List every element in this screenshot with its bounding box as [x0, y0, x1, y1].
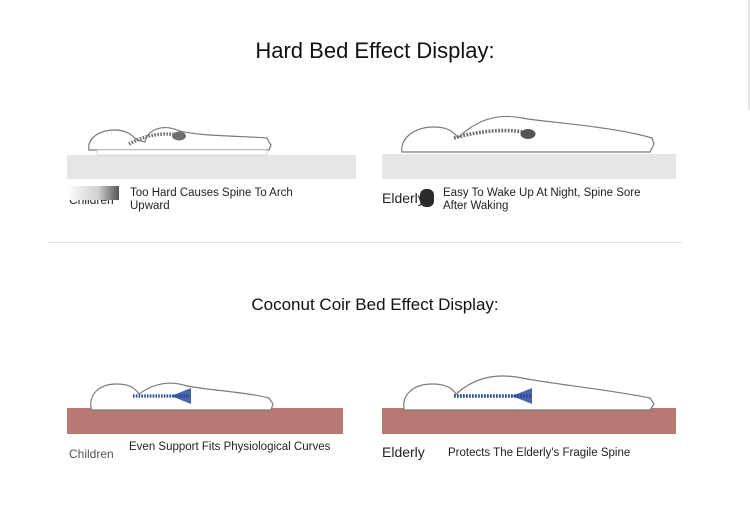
hard-mattress	[382, 154, 676, 179]
coir-bed-children-illustration	[67, 382, 343, 434]
coir-bed-children-panel: Children Even Support Fits Physiological…	[67, 350, 357, 485]
hard-mattress	[67, 155, 356, 179]
pelvis	[171, 388, 191, 404]
pelvis	[520, 129, 536, 139]
hard-bed-title: Hard Bed Effect Display:	[255, 38, 495, 63]
coir-mattress	[67, 408, 343, 434]
pillow-gap	[96, 149, 268, 156]
who-label: Elderly	[382, 444, 425, 460]
coir-bed-elderly-panel: Elderly Protects The Elderly's Fragile S…	[382, 350, 676, 485]
caption: Easy To Wake Up At Night, Spine Sore Aft…	[443, 187, 641, 212]
hard-bed-children-illustration	[67, 127, 356, 179]
hard-bed-elderly-illustration	[382, 115, 676, 179]
pelvis	[172, 131, 186, 141]
edge-line	[748, 0, 750, 110]
section-divider	[48, 242, 682, 243]
coir-mattress	[382, 408, 676, 434]
hard-bed-elderly-panel: Elderly Easy To Wake Up At Night, Spine …	[382, 100, 676, 235]
spine-curve	[453, 128, 533, 140]
coir-bed-elderly-illustration	[382, 375, 676, 434]
dark-blob	[420, 189, 434, 207]
pelvis	[512, 388, 532, 404]
caption: Even Support Fits Physiological Curves	[129, 441, 331, 453]
who-label: Elderly	[382, 190, 425, 206]
caption: Too Hard Causes Spine To Arch Upward	[130, 187, 293, 212]
page-bottom	[0, 520, 750, 525]
coconut-bed-title: Coconut Coir Bed Effect Display:	[251, 295, 499, 314]
hard-bed-children-panel: Children Too Hard Causes Spine To Arch U…	[67, 100, 357, 235]
who-label: Children	[69, 447, 114, 461]
shadow-swatch	[67, 186, 119, 200]
caption: Protects The Elderly's Fragile Spine	[448, 447, 631, 459]
